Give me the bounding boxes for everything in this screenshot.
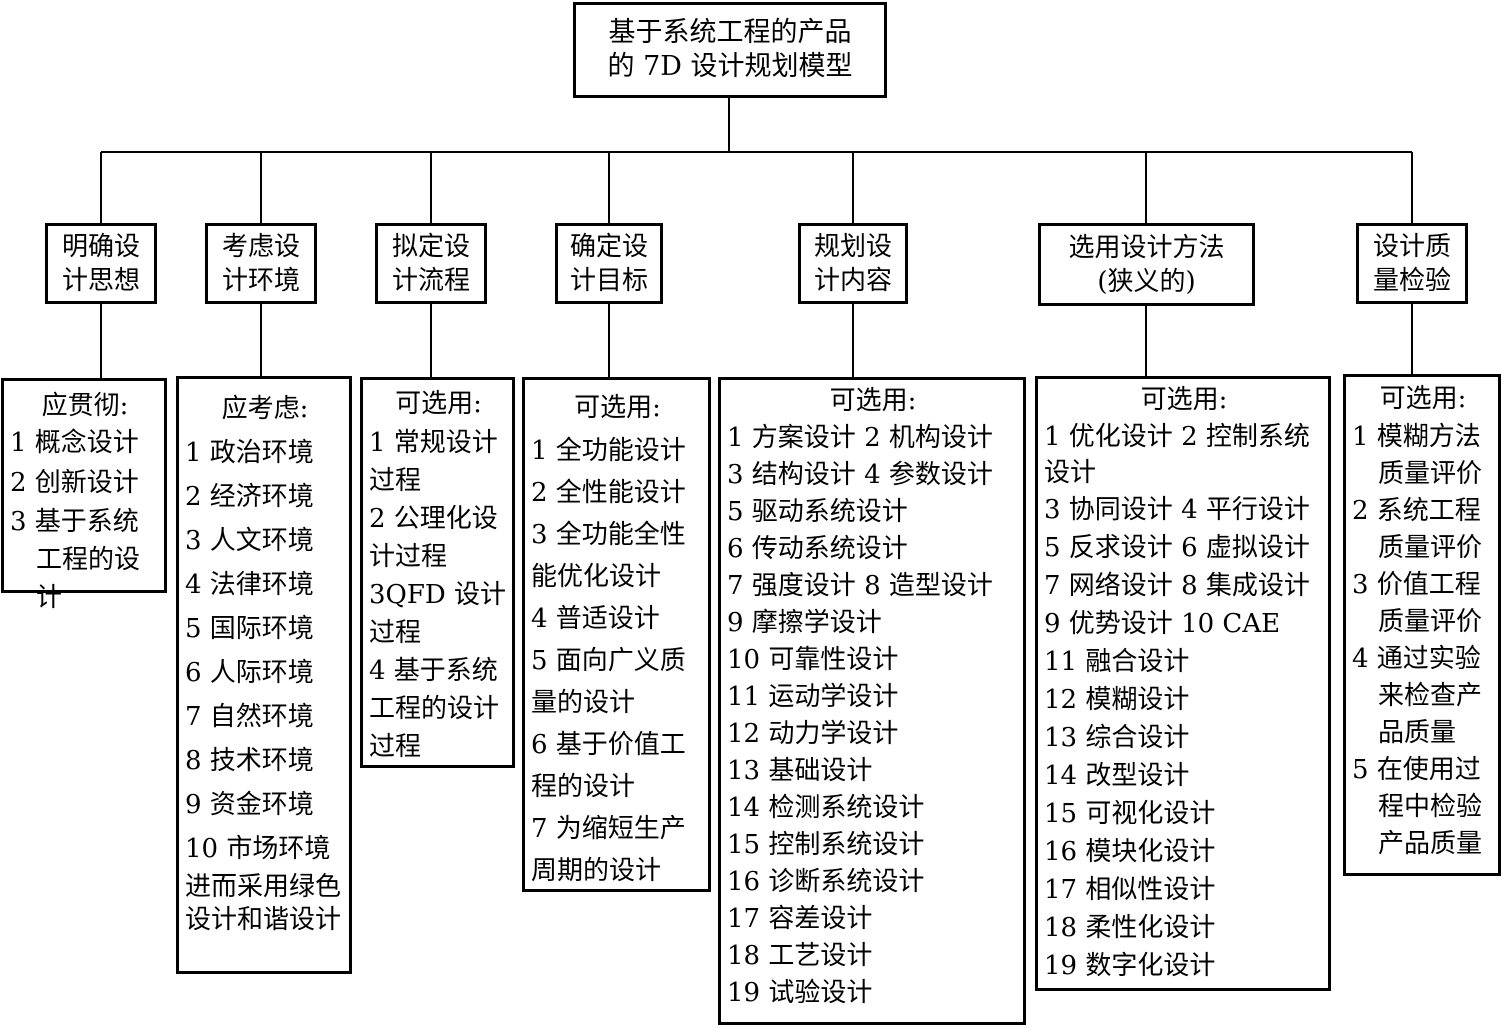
detail-item: 2 系统工程质量评价 (1352, 496, 1483, 563)
detail-item: 7 网络设计 8 集成设计 (1044, 571, 1310, 601)
root-line-2: 的 7D 设计规划模型 (607, 51, 853, 82)
category-plan-design-content: 规划设 计内容 (798, 223, 908, 304)
category-line: 拟定设 (391, 231, 470, 262)
detail-item: 6 基于价值工程的设计 (531, 730, 686, 802)
detail-item: 8 技术环境 (185, 746, 314, 776)
detail-item: 16 诊断系统设计 (727, 867, 925, 897)
category-clarify-design-thinking: 明确设 计思想 (45, 223, 157, 304)
detail-box-design-content: 可选用: 1 方案设计 2 机构设计 3 结构设计 4 参数设计 5 驱动系统设… (718, 377, 1026, 1025)
detail-item: 1 常规设计过程 (369, 428, 498, 496)
detail-item: 1 方案设计 2 机构设计 (727, 423, 993, 453)
detail-item: 11 运动学设计 (727, 682, 899, 712)
detail-item: 3QFD 设计过程 (369, 580, 507, 648)
category-line: 选用设计方法 (1068, 232, 1225, 263)
detail-item: 18 柔性化设计 (1044, 913, 1216, 943)
category-line: 设计质 (1372, 231, 1451, 262)
detail-item: 1 政治环境 (185, 438, 314, 468)
detail-item: 7 为缩短生产周期的设计 (531, 814, 686, 886)
detail-item: 2 公理化设计过程 (369, 504, 498, 572)
category-line: 计目标 (569, 265, 648, 296)
category-define-design-process: 拟定设 计流程 (375, 223, 487, 304)
detail-item: 13 综合设计 (1044, 723, 1190, 753)
category-line: 计流程 (391, 265, 470, 296)
detail-item: 3 全功能全性能优化设计 (531, 520, 686, 592)
detail-item: 2 创新设计 (10, 468, 139, 498)
detail-item: 1 模糊方法质量评价 (1352, 422, 1483, 489)
category-line: 确定设 (569, 231, 648, 262)
detail-item: 1 概念设计 (10, 428, 139, 458)
detail-item: 10 市场环境 (185, 834, 331, 864)
detail-item: 5 反求设计 6 虚拟设计 (1044, 533, 1310, 563)
detail-item: 15 控制系统设计 (727, 830, 925, 860)
detail-box-design-methods: 可选用: 1 优化设计 2 控制系统设计 3 协同设计 4 平行设计 5 反求设… (1035, 376, 1331, 991)
detail-box-design-goals: 可选用: 1 全功能设计 2 全性能设计 3 全功能全性能优化设计 4 普适设计… (522, 377, 711, 892)
detail-item: 14 检测系统设计 (727, 793, 925, 823)
detail-box-design-environment: 应考虑: 1 政治环境 2 经济环境 3 人文环境 4 法律环境 5 国际环境 … (176, 376, 352, 974)
detail-item: 3 基于系统工程的设计 (10, 507, 141, 613)
detail-item: 10 可靠性设计 (727, 645, 899, 675)
category-line: 计环境 (221, 265, 300, 296)
detail-item: 5 面向广义质量的设计 (531, 646, 686, 718)
detail-item: 19 数字化设计 (1044, 951, 1216, 981)
category-consider-design-environment: 考虑设 计环境 (205, 223, 317, 304)
detail-item: 2 全性能设计 (531, 478, 686, 508)
detail-item: 4 通过实验来检查产品质量 (1352, 644, 1483, 748)
detail-item: 16 模块化设计 (1044, 837, 1216, 867)
category-line: 规划设 (813, 231, 892, 262)
root-line-1: 基于系统工程的产品 (608, 17, 852, 48)
detail-item: 1 全功能设计 (531, 436, 686, 466)
detail-item: 12 模糊设计 (1044, 685, 1190, 715)
detail-heading: 应贯彻: (41, 391, 129, 421)
detail-item: 4 法律环境 (185, 570, 314, 600)
detail-item: 进而采用绿色设计和谐设计 (185, 872, 342, 935)
detail-item: 3 价值工程质量评价 (1352, 570, 1483, 637)
detail-item: 5 驱动系统设计 (727, 497, 908, 527)
detail-item: 17 相似性设计 (1044, 875, 1216, 905)
category-line: 量检验 (1372, 265, 1451, 296)
detail-item: 3 结构设计 4 参数设计 (727, 460, 993, 490)
category-select-design-methods: 选用设计方法 (狭义的) (1038, 223, 1255, 306)
category-line: 计思想 (61, 265, 140, 296)
detail-item: 4 普适设计 (531, 604, 660, 634)
detail-item: 9 资金环境 (185, 790, 314, 820)
category-set-design-goals: 确定设 计目标 (555, 223, 663, 304)
detail-item: 18 工艺设计 (727, 941, 873, 971)
detail-heading: 应考虑: (221, 394, 309, 424)
detail-item: 12 动力学设计 (727, 719, 899, 749)
detail-heading: 可选用: (829, 386, 917, 416)
detail-item: 7 强度设计 8 造型设计 (727, 571, 993, 601)
detail-item: 4 基于系统工程的设计过程 (369, 656, 500, 762)
detail-item: 9 优势设计 10 CAE (1044, 609, 1281, 639)
detail-heading: 可选用: (395, 389, 482, 419)
category-line: 明确设 (61, 231, 140, 262)
root-node: 基于系统工程的产品 的 7D 设计规划模型 (573, 2, 887, 98)
category-line: (狭义的) (1097, 266, 1196, 297)
detail-item: 9 摩擦学设计 (727, 608, 882, 638)
detail-item: 11 融合设计 (1044, 647, 1190, 677)
detail-item: 15 可视化设计 (1044, 799, 1216, 829)
category-line: 考虑设 (221, 231, 300, 262)
detail-box-design-process: 可选用: 1 常规设计过程 2 公理化设计过程 3QFD 设计过程 4 基于系统… (360, 377, 515, 768)
detail-item: 19 试验设计 (727, 978, 873, 1008)
detail-item: 3 协同设计 4 平行设计 (1044, 495, 1310, 525)
detail-item: 3 人文环境 (185, 526, 314, 556)
detail-item: 17 容差设计 (727, 904, 873, 934)
category-design-quality-inspection: 设计质 量检验 (1356, 223, 1468, 304)
detail-item: 5 国际环境 (185, 614, 314, 644)
detail-box-quality-inspection: 可选用: 1 模糊方法质量评价 2 系统工程质量评价 3 价值工程质量评价 4 … (1343, 374, 1501, 876)
detail-heading: 可选用: (1140, 385, 1228, 415)
detail-heading: 可选用: (574, 393, 661, 423)
detail-heading: 可选用: (1379, 384, 1467, 414)
detail-item: 2 经济环境 (185, 482, 314, 512)
category-line: 计内容 (813, 265, 892, 296)
detail-item: 7 自然环境 (185, 702, 314, 732)
detail-box-design-thinking: 应贯彻: 1 概念设计 2 创新设计 3 基于系统工程的设计 (1, 378, 167, 613)
detail-item: 14 改型设计 (1044, 761, 1190, 791)
detail-item: 1 优化设计 2 控制系统设计 (1044, 422, 1310, 488)
detail-item: 6 传动系统设计 (727, 534, 908, 564)
detail-item: 6 人际环境 (185, 658, 314, 688)
detail-item: 5 在使用过程中检验产品质量 (1352, 755, 1483, 859)
detail-item: 13 基础设计 (727, 756, 873, 786)
